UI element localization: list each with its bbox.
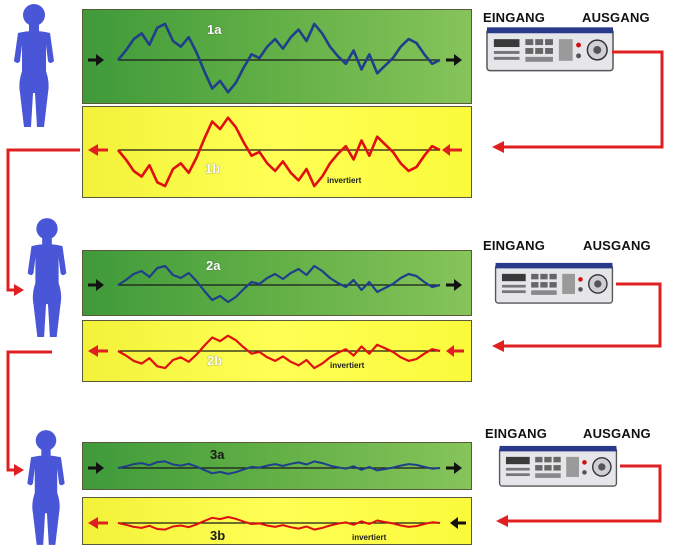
connector-panel2b-to-person3	[6, 350, 52, 472]
wave-1b	[117, 116, 441, 188]
arrow-icon	[88, 144, 108, 156]
wave-1a	[117, 22, 441, 94]
device-unit-icon	[486, 26, 614, 72]
wave-2a	[117, 264, 441, 304]
arrow-icon	[450, 517, 466, 529]
arrow-icon	[88, 279, 104, 291]
arrow-icon	[14, 284, 24, 296]
output-label-1: AUSGANG	[582, 10, 650, 25]
panel-1a	[82, 9, 472, 104]
human-figure-icon	[27, 218, 67, 337]
arrow-icon	[88, 517, 108, 529]
arrow-icon	[446, 345, 464, 357]
input-label-1: EINGANG	[483, 10, 546, 25]
arrow-icon	[496, 515, 508, 527]
arrow-icon	[88, 462, 104, 474]
arrow-icon	[446, 279, 462, 291]
connector-panel1b-to-person2	[6, 148, 80, 292]
panel-3a	[82, 442, 472, 490]
input-label-2: EINGANG	[483, 238, 546, 253]
connector-device1-to-panel1b	[502, 50, 664, 149]
output-label-3: AUSGANG	[583, 426, 651, 441]
arrow-icon	[14, 464, 24, 476]
human-figure-icon	[27, 430, 65, 545]
panel-3b	[82, 497, 472, 545]
arrow-icon	[442, 144, 462, 156]
output-label-2: AUSGANG	[583, 238, 651, 253]
arrow-icon	[492, 141, 504, 153]
input-label-3: EINGANG	[485, 426, 548, 441]
human-figure-icon	[14, 4, 54, 127]
wave-label-3b: 3b	[210, 528, 226, 543]
panel-1b	[82, 106, 472, 198]
wave-3a	[117, 460, 441, 475]
wave-label-1a: 1a	[207, 22, 222, 37]
wave-2b	[117, 334, 441, 370]
wave-label-3a: 3a	[210, 447, 225, 462]
inverted-label-3: invertiert	[352, 533, 387, 542]
device-unit-icon	[494, 262, 614, 304]
arrow-icon	[88, 345, 108, 357]
arrow-icon	[446, 54, 462, 66]
connector-device3-to-panel3b	[506, 464, 662, 523]
arrow-icon	[88, 54, 104, 66]
device-unit-icon	[498, 445, 618, 487]
wave-label-2b: 2b	[207, 353, 223, 368]
wave-3b	[117, 516, 441, 531]
inverted-label-1: invertiert	[327, 176, 362, 185]
wave-label-2a: 2a	[206, 258, 221, 273]
wave-label-1b: 1b	[205, 161, 221, 176]
arrow-icon	[492, 340, 504, 352]
arrow-icon	[446, 462, 462, 474]
panel-2a	[82, 250, 472, 316]
connector-device2-to-panel2b	[502, 282, 662, 348]
inverted-label-2: invertiert	[330, 361, 365, 370]
